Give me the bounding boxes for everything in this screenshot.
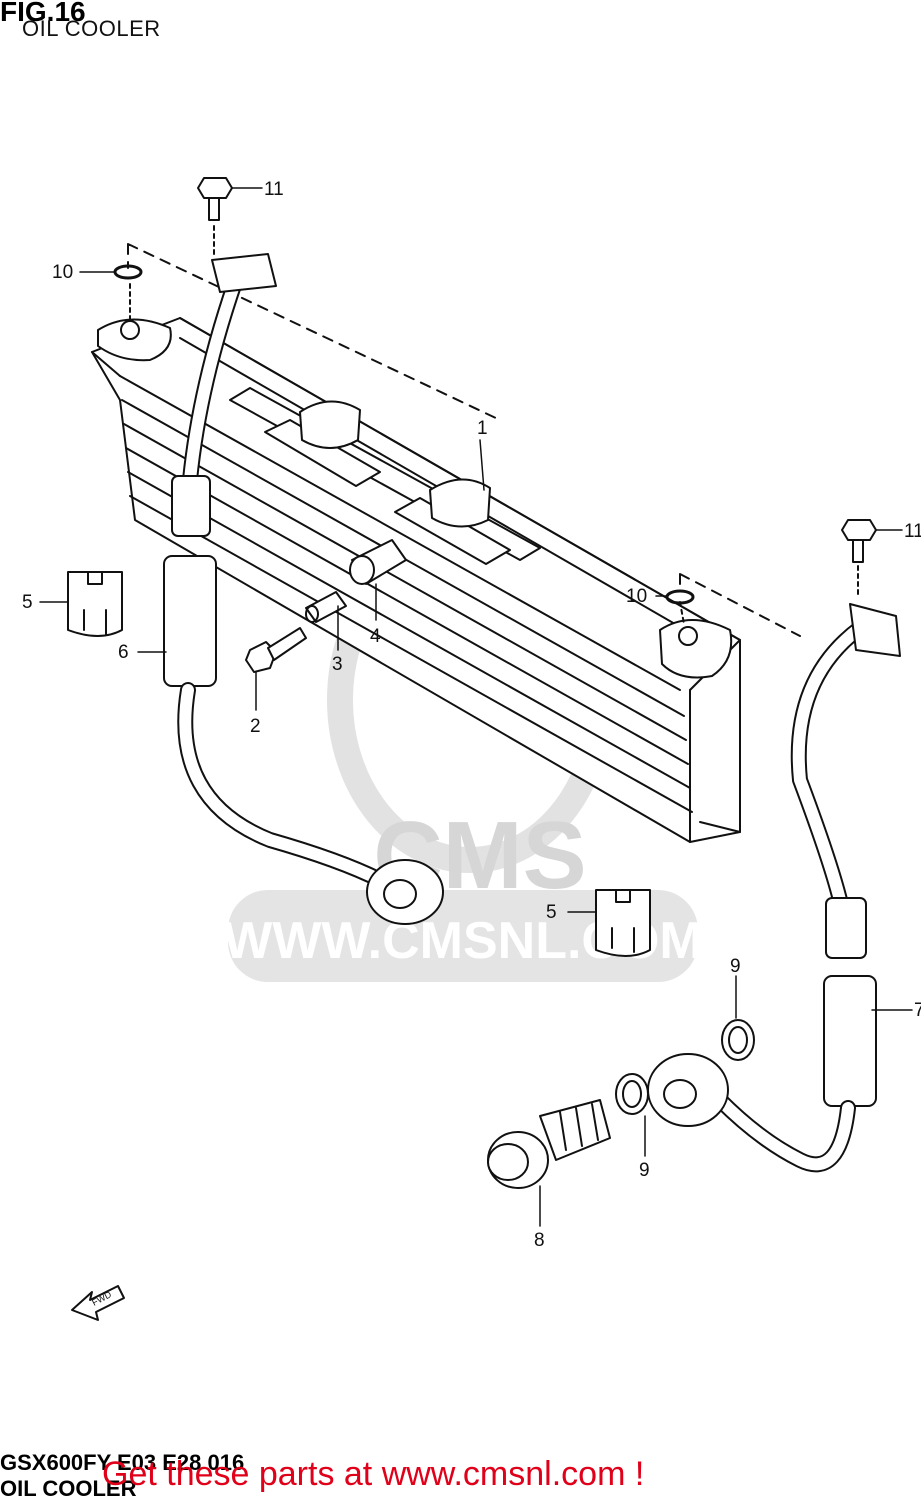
- callout-grommet-lower: 5: [546, 902, 557, 923]
- callout-gasket-lower: 9: [639, 1160, 650, 1181]
- model-name: OIL COOLER: [0, 1476, 137, 1501]
- callout-bolt-upper-right: 11: [904, 521, 921, 542]
- mounting-bolt: [245, 627, 307, 673]
- oil-hose-left: [163, 253, 444, 925]
- union-bolt: [487, 1099, 611, 1189]
- callout-grommet-left: 5: [22, 592, 33, 613]
- bolt-upper-right: [841, 519, 877, 595]
- callout-bolt-upper-left: 11: [264, 179, 284, 200]
- callout-hose-right: 7: [914, 1000, 921, 1021]
- cushion: [349, 539, 407, 585]
- o-ring-right: [665, 589, 695, 605]
- callout-hose-left: 6: [118, 642, 129, 663]
- callout-bolt: 2: [250, 716, 261, 737]
- model-code: GSX600FY E03 E28 016: [0, 1450, 245, 1475]
- callout-radiator: 1: [477, 418, 488, 439]
- o-ring-left: [113, 264, 143, 280]
- oil-hose-right: [647, 603, 901, 1173]
- grommet-lower: [595, 889, 651, 957]
- grommet-left: [67, 571, 123, 637]
- gasket-lower: [615, 1073, 649, 1115]
- figure-number: FIG.16: [0, 0, 86, 27]
- callout-union-bolt: 8: [534, 1230, 545, 1251]
- callout-o-ring-left: 10: [52, 262, 73, 283]
- forward-direction-arrow: [71, 1285, 125, 1321]
- callout-o-ring-right: 10: [626, 586, 647, 607]
- promo-link[interactable]: Get these parts at www.cmsnl.com !: [102, 1455, 645, 1493]
- oil-cooler-radiator: [91, 243, 801, 843]
- leader-lines: [39, 187, 913, 1227]
- callout-cushion: 4: [370, 626, 381, 647]
- collar: [305, 591, 347, 623]
- callout-collar: 3: [332, 654, 343, 675]
- bolt-upper-left: [197, 177, 233, 255]
- figure-title: OIL COOLER: [22, 16, 161, 41]
- callout-gasket-upper: 9: [730, 956, 741, 977]
- gasket-upper: [721, 1019, 755, 1061]
